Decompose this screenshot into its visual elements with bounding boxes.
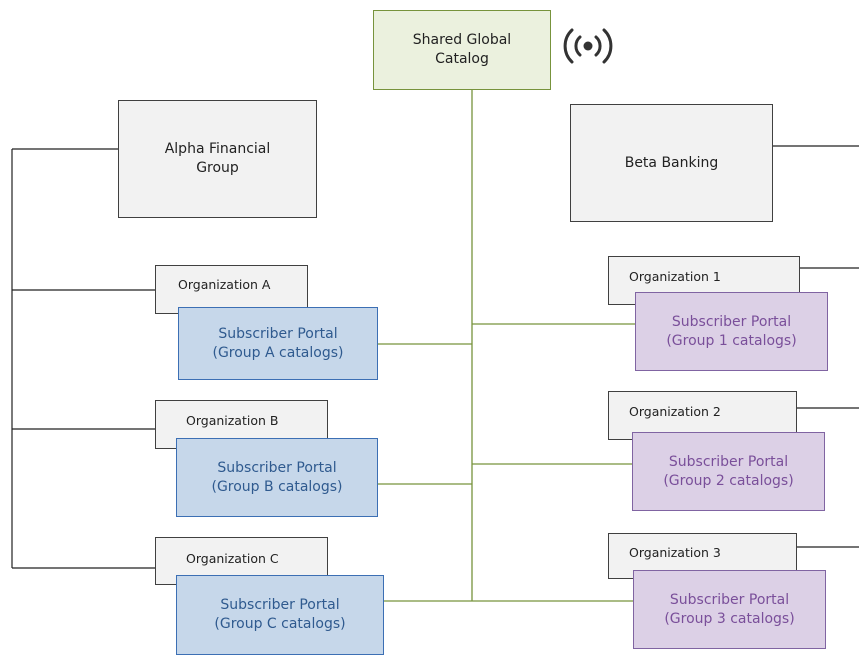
subscriber-portal-group-b: Subscriber Portal (Group B catalogs) bbox=[176, 438, 378, 517]
org-3-label: Organization 3 bbox=[629, 545, 721, 560]
org-1-label: Organization 1 bbox=[629, 269, 721, 284]
subscriber-portal-group-2: Subscriber Portal (Group 2 catalogs) bbox=[632, 432, 825, 511]
shared-global-catalog: Shared Global Catalog bbox=[373, 10, 551, 90]
org-b-label: Organization B bbox=[186, 413, 279, 428]
org-2-label: Organization 2 bbox=[629, 404, 721, 419]
broadcast-signal-icon bbox=[563, 28, 613, 64]
group-beta-banking: Beta Banking bbox=[570, 104, 773, 222]
subscriber-portal-group-1: Subscriber Portal (Group 1 catalogs) bbox=[635, 292, 828, 371]
org-a-label: Organization A bbox=[178, 277, 271, 292]
subscriber-portal-group-c: Subscriber Portal (Group C catalogs) bbox=[176, 575, 384, 655]
org-a: Organization A bbox=[155, 265, 308, 314]
org-2: Organization 2 bbox=[608, 391, 797, 440]
subscriber-portal-group-a: Subscriber Portal (Group A catalogs) bbox=[178, 307, 378, 380]
org-c-label: Organization C bbox=[186, 551, 279, 566]
subscriber-portal-group-3: Subscriber Portal (Group 3 catalogs) bbox=[633, 570, 826, 649]
group-alpha-financial: Alpha Financial Group bbox=[118, 100, 317, 218]
